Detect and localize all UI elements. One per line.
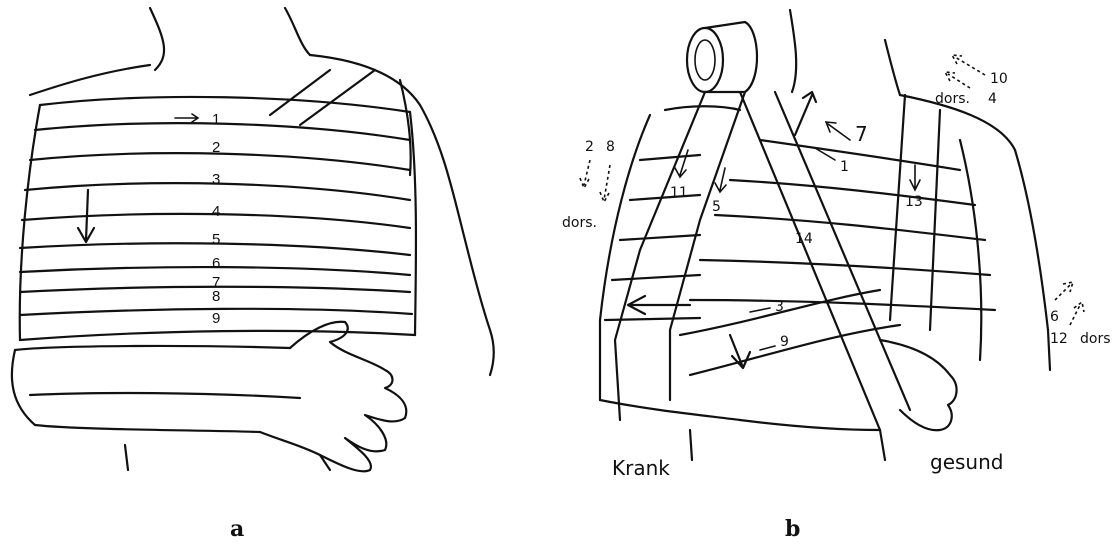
- arrow-up-7: [795, 92, 816, 135]
- torso-line-b-right: [880, 430, 885, 460]
- layer-label-3: 3: [212, 172, 220, 187]
- layer-label-4: 4: [212, 204, 220, 219]
- dashed-note-6: 6: [1050, 310, 1059, 324]
- chest-band-5: [690, 300, 995, 310]
- arrow-3: [750, 308, 770, 312]
- dashed-arrow-6: [1055, 282, 1073, 300]
- arm-bottom-b: [740, 420, 880, 430]
- arrow-11: [675, 150, 688, 177]
- figure-b-drawing: [580, 10, 1084, 460]
- bandage-roll-core: [695, 40, 715, 80]
- hand-outline-b: [880, 340, 957, 430]
- left-wrap-bottom: [600, 400, 740, 420]
- strip-13-left-edge: [890, 95, 905, 320]
- dashed-note-dors-right: dors: [1080, 332, 1111, 346]
- caption-a: a: [230, 518, 244, 540]
- dashed-arrow-2: [580, 160, 590, 188]
- dashed-arrow-4: [945, 72, 970, 88]
- strip-label-14: 14: [795, 232, 813, 246]
- arm-wrap-top: [15, 346, 290, 350]
- arrow-left-big: [628, 296, 690, 314]
- neck-b-left: [790, 10, 796, 92]
- caption-b: b: [785, 518, 800, 540]
- neck-line-left: [150, 8, 164, 70]
- diagonal-band-9: [690, 325, 900, 375]
- layer-label-9: 9: [212, 311, 220, 326]
- side-label-gesund: gesund: [930, 452, 1003, 472]
- band-2-top: [35, 123, 410, 140]
- layer-label-5: 5: [212, 232, 220, 247]
- layer-label-1: 1: [212, 112, 220, 127]
- chest-band-4: [700, 260, 990, 275]
- left-shoulder-line: [30, 65, 150, 95]
- arm-wrap-mid: [30, 393, 300, 398]
- dashed-note-dors-left: dors.: [562, 216, 597, 230]
- figure-a-drawing: [12, 8, 494, 471]
- left-wrap-outer: [600, 115, 650, 400]
- neck-line-right: [285, 8, 310, 55]
- side-label-krank: Krank: [612, 458, 670, 478]
- strip-label-9: 9: [780, 335, 789, 349]
- dashed-note-dors-top: dors.: [935, 92, 970, 106]
- torso-line-b-left: [690, 430, 692, 460]
- band-3-top: [30, 153, 410, 170]
- bandage-left-edge: [20, 105, 40, 340]
- arrow-9: [760, 346, 775, 350]
- right-wrap-edge: [960, 140, 981, 360]
- strip-label-5: 5: [712, 200, 721, 214]
- neck-b-right: [885, 40, 900, 95]
- left-wrap-top: [665, 106, 740, 110]
- strip-14-right-edge: [775, 92, 910, 410]
- strip-5-edge: [670, 92, 745, 400]
- dashed-note-12: 12: [1050, 332, 1068, 346]
- strip-label-3: 3: [775, 300, 784, 314]
- chest-band-2: [730, 180, 975, 205]
- dashed-arrow-12: [1070, 302, 1084, 325]
- shoulder-strap-edge-3: [400, 80, 411, 175]
- band-1-top: [40, 97, 410, 112]
- strip-label-13: 13: [905, 195, 923, 209]
- shoulder-strap-edge-2: [300, 70, 375, 125]
- layer-label-2: 2: [212, 140, 220, 155]
- arm-wrap-body: [12, 350, 260, 432]
- strip-label-1: 1: [840, 160, 849, 174]
- dashed-arrow-10: [952, 55, 985, 75]
- bandage-roll-end: [687, 28, 723, 92]
- dashed-note-2: 2: [585, 140, 594, 154]
- direction-arrow-right: [175, 114, 198, 122]
- right-arm-outline: [460, 220, 494, 375]
- strip-label-7: 7: [855, 124, 868, 144]
- dashed-note-8: 8: [606, 140, 615, 154]
- arrow-7: [826, 122, 850, 140]
- strip-13-right-edge: [930, 110, 940, 330]
- chest-band-3: [715, 215, 985, 240]
- band-9-bottom: [20, 331, 415, 340]
- layer-label-6: 6: [212, 256, 220, 271]
- layer-label-8: 8: [212, 289, 220, 304]
- torso-line-left: [125, 445, 128, 470]
- strip-label-11: 11: [670, 186, 688, 200]
- strip-11-edge: [615, 92, 705, 420]
- dashed-arrow-8: [600, 165, 610, 202]
- arrow-13: [910, 165, 920, 190]
- dashed-note-4: 4: [988, 92, 997, 106]
- left-wrap-layers: [605, 155, 700, 320]
- dashed-note-10: 10: [990, 72, 1008, 86]
